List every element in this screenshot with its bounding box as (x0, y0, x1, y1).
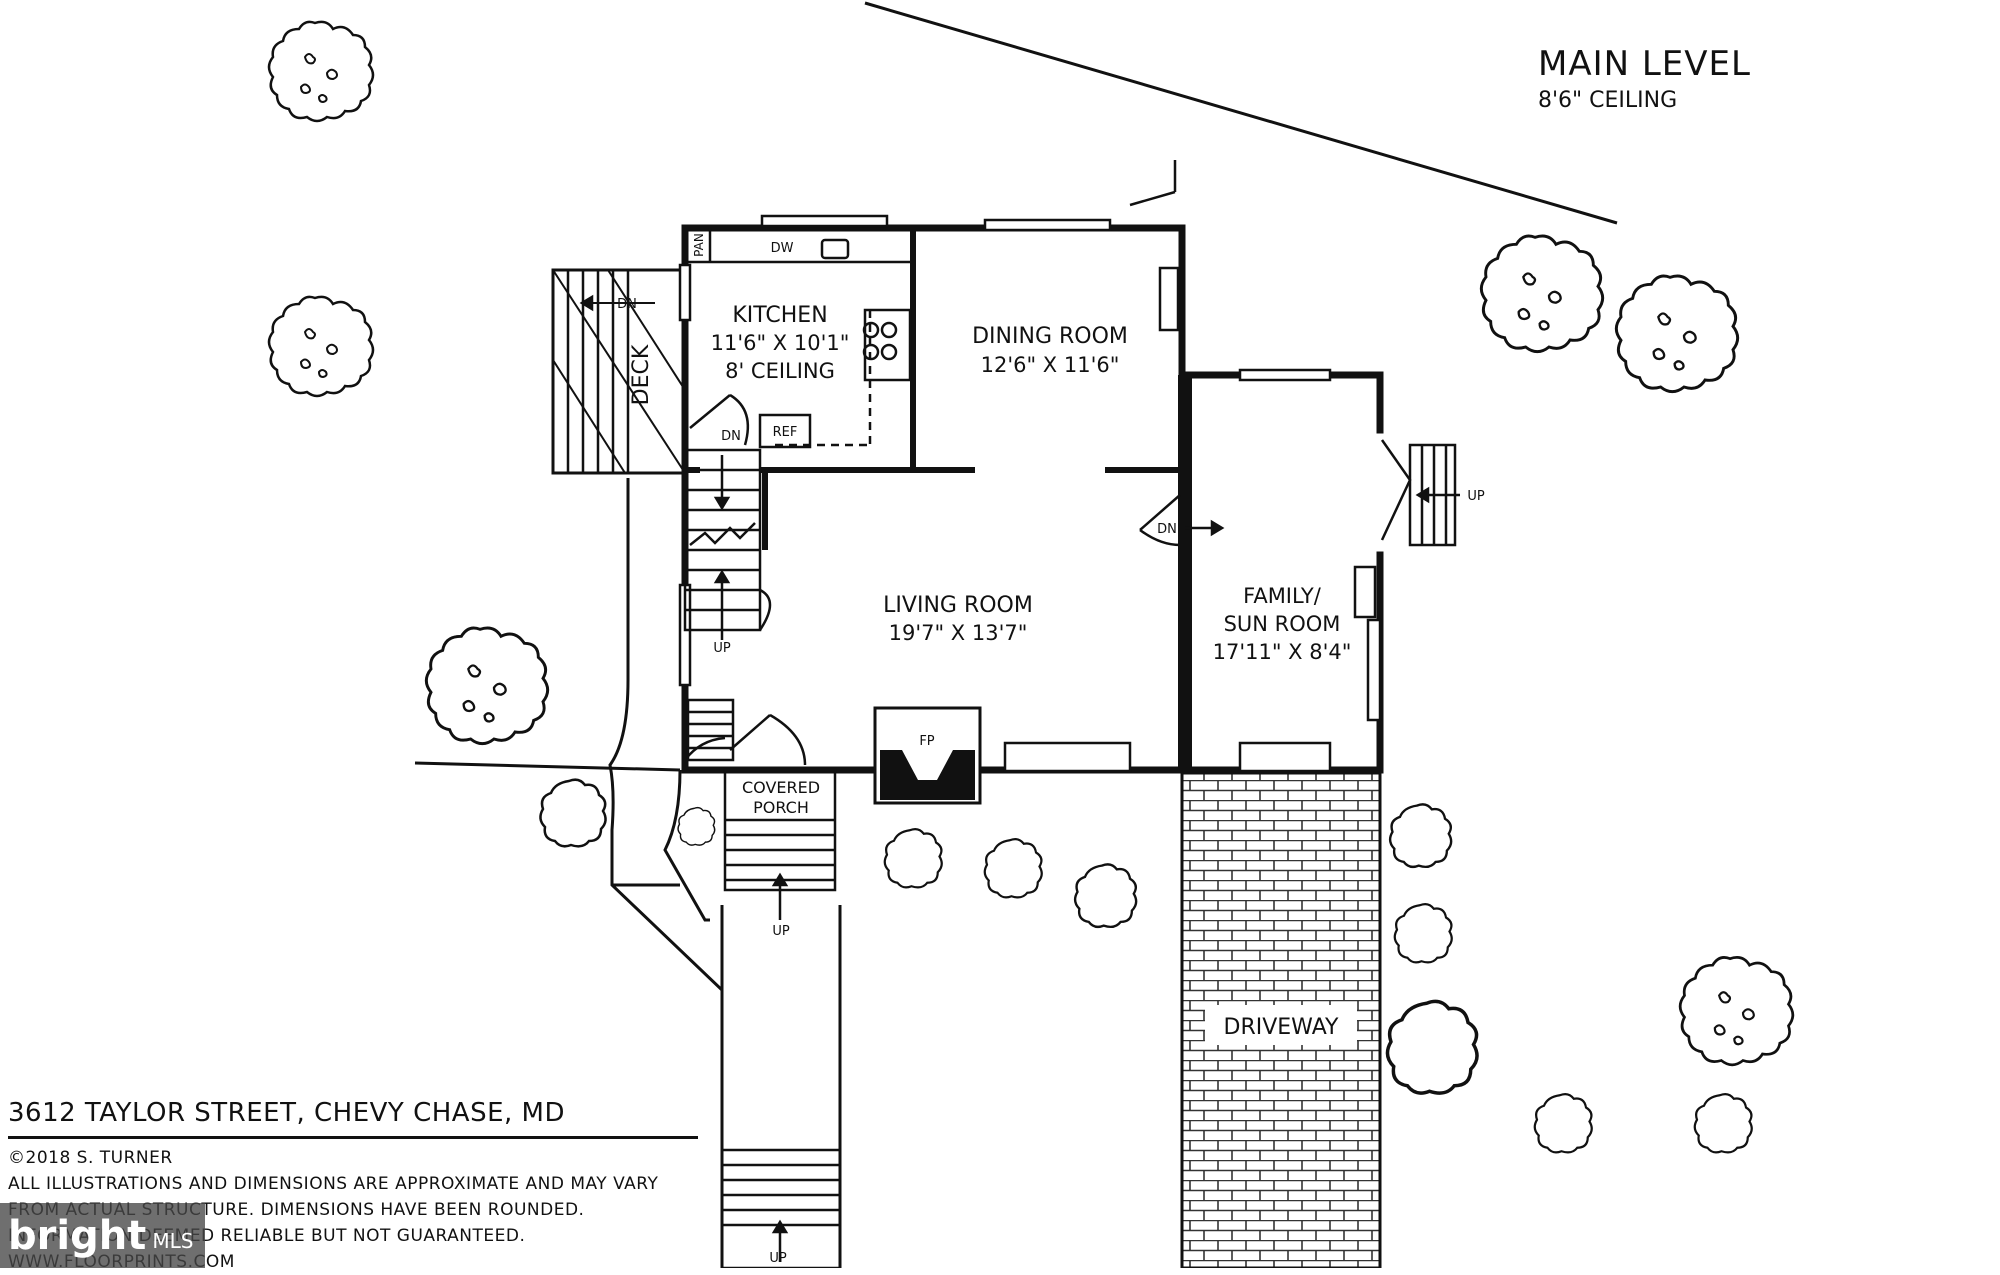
mls-watermark: bright MLS (0, 1203, 205, 1268)
porch-up-label: UP (772, 924, 790, 939)
dining-name: DINING ROOM (972, 324, 1128, 349)
watermark-brand: bright (8, 1212, 147, 1259)
fireplace-label: FP (919, 734, 934, 749)
landscape-trees (267, 20, 1795, 1153)
bearing-wall (1178, 375, 1192, 773)
family-dn-label: DN (1157, 522, 1177, 537)
copyright-line: ©2018 S. TURNER (8, 1148, 173, 1168)
dn-arrow (1185, 519, 1225, 537)
family-dims: 17'11" X 8'4" (1213, 640, 1352, 664)
level-subtitle: 8'6" CEILING (1538, 88, 1678, 113)
side-up-label: UP (1467, 489, 1485, 504)
windows (678, 214, 1382, 773)
fireplace (873, 706, 982, 805)
kitchen-name: KITCHEN (732, 303, 827, 328)
dishwasher-label: DW (771, 241, 794, 256)
interior-walls (685, 228, 1182, 550)
driveway-label: DRIVEWAY (1224, 1015, 1340, 1040)
porch-label-2: PORCH (753, 798, 809, 817)
kitchen-counters (685, 228, 912, 449)
stair-up-label: UP (713, 641, 731, 656)
property-lines (414, 1, 1618, 1268)
deck (551, 268, 687, 475)
front-steps (720, 1148, 842, 1268)
family-name-1: FAMILY/ (1243, 584, 1322, 608)
watermark-suffix: MLS (152, 1228, 194, 1253)
deck-label: DECK (629, 344, 654, 405)
property-address: 3612 TAYLOR STREET, CHEVY CHASE, MD (8, 1098, 698, 1139)
side-stairs (1408, 443, 1460, 547)
stair-dn-label: DN (721, 429, 741, 444)
kitchen-dims: 11'6" X 10'1" (711, 331, 850, 355)
dining-dims: 12'6" X 11'6" (981, 353, 1120, 377)
doors (684, 160, 1412, 766)
deck-dn-label: DN (617, 297, 637, 312)
family-name-2: SUN ROOM (1224, 612, 1341, 636)
disclaimer-line-1: ALL ILLUSTRATIONS AND DIMENSIONS ARE APP… (8, 1174, 659, 1194)
driveway-label-bg (1205, 1005, 1357, 1045)
covered-porch (723, 768, 837, 920)
living-name: LIVING ROOM (883, 593, 1033, 618)
kitchen-ceiling: 8' CEILING (725, 359, 835, 383)
living-dims: 19'7" X 13'7" (889, 621, 1028, 645)
porch-label-1: COVERED (742, 778, 820, 797)
walk-up-label: UP (769, 1251, 787, 1266)
pantry-label: PAN (692, 233, 706, 257)
level-title: MAIN LEVEL (1538, 44, 1751, 84)
small-stair (686, 698, 735, 762)
refrigerator-label: REF (773, 425, 798, 440)
interior-stairs (683, 448, 772, 640)
